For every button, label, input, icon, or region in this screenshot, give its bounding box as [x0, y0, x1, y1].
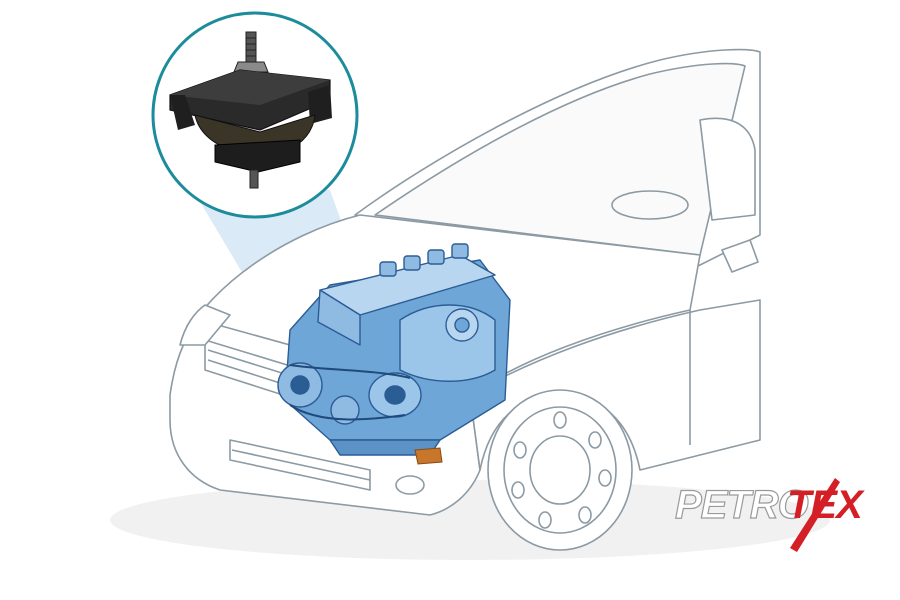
mount-base: [214, 139, 301, 173]
engine-mount-callout: [151, 11, 359, 219]
car-fog-light: [395, 475, 425, 495]
alternator-hub: [384, 385, 406, 405]
throttle-plate: [454, 317, 470, 333]
intake-manifold: [399, 304, 496, 382]
front-wheel: [487, 389, 633, 551]
mount-bottom-stud: [249, 169, 259, 189]
steering-wheel: [611, 190, 689, 220]
car-seat: [699, 117, 756, 221]
petrotex-logo: PETRO TEX: [674, 478, 866, 552]
car-side-mirror: [721, 239, 759, 273]
idler-pulley: [330, 395, 360, 425]
engine-block-icon: [277, 243, 511, 456]
pulley-hub: [290, 375, 310, 395]
logo-text-tex: TEX: [787, 483, 865, 527]
mount-bracket-top-face: [170, 70, 330, 105]
car-headlight: [179, 304, 231, 346]
engine-mount-part-icon: [169, 31, 332, 189]
oil-filter: [414, 447, 443, 465]
engine-valve-cover-side: [317, 289, 361, 346]
car-windshield: [374, 62, 746, 256]
drive-belt: [289, 364, 411, 421]
logo-text-petro: PETRO: [675, 483, 809, 527]
mount-nut: [233, 61, 269, 73]
mount-bracket-ear: [170, 95, 195, 130]
stud-threads: [246, 37, 256, 57]
mount-top-stud: [245, 31, 257, 63]
wheel-holes: [511, 411, 612, 529]
mount-bracket-ear: [308, 85, 332, 124]
intake-slat: [231, 449, 371, 481]
logo-slash: [790, 478, 840, 552]
intake-runners: [379, 243, 469, 277]
ground-shadow: [110, 480, 830, 560]
